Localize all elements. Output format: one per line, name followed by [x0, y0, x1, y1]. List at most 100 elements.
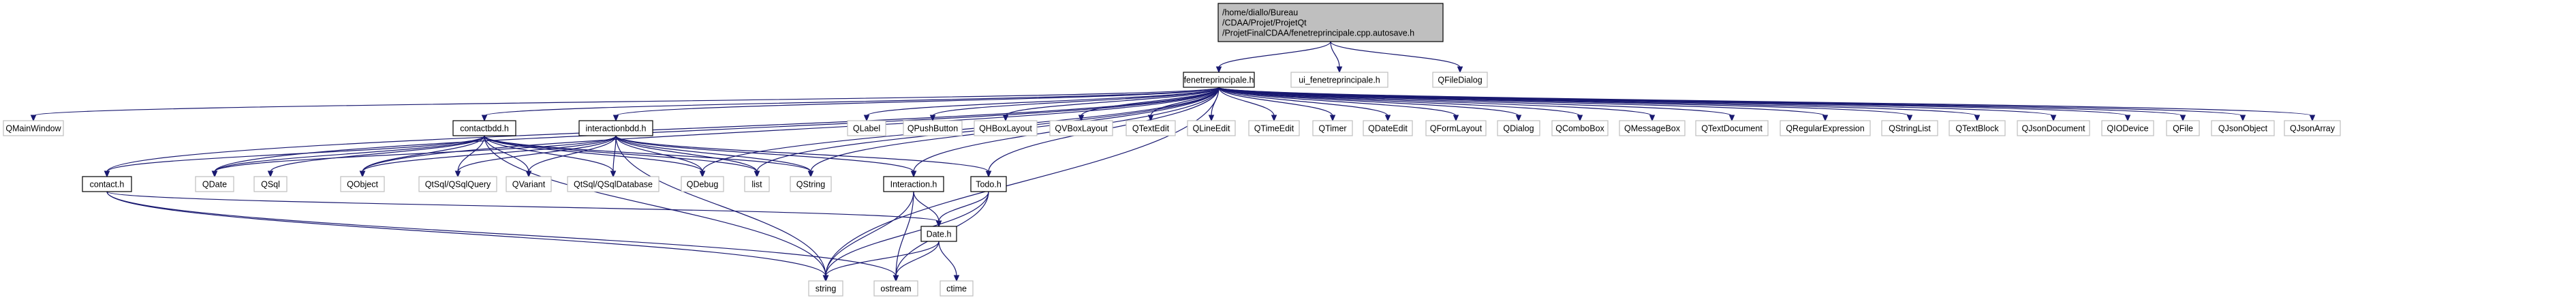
edge-Interaction-to-ostream: [895, 191, 914, 277]
node-contactbdd[interactable]: contactbdd.h: [452, 120, 516, 136]
node-label-QMessageBox: QMessageBox: [1624, 124, 1681, 134]
arrowhead-interactionbdd-to-QDebug: [699, 170, 706, 178]
edge-root-to-fenetreprincipale: [1218, 41, 1331, 68]
node-Todo[interactable]: Todo.h: [970, 176, 1007, 192]
edge-interactionbdd-to-list: [615, 135, 758, 172]
arrowhead-contactbdd-to-contact: [104, 170, 110, 178]
node-QJsonArray: QJsonArray: [2284, 120, 2341, 136]
node-label-QHBoxLayout: QHBoxLayout: [979, 124, 1032, 134]
node-Interaction[interactable]: Interaction.h: [883, 176, 944, 192]
arrowhead-fenetreprincipale-to-QPushButton: [929, 115, 936, 122]
node-box-QSql: [253, 176, 288, 192]
edge-fenetreprincipale-to-interactionbdd: [615, 87, 1220, 117]
arrowhead-root-to-QFileDialog: [1457, 66, 1463, 74]
arrowhead-interactionbdd-to-QVariant: [525, 170, 532, 178]
node-QTextEdit: QTextEdit: [1126, 120, 1176, 136]
node-QVariant: QVariant: [506, 176, 552, 192]
node-QJsonObject: QJsonObject: [2211, 120, 2275, 136]
node-list: list: [744, 176, 770, 192]
edge-Date-to-ostream: [895, 241, 940, 277]
arrowhead-fenetreprincipale-to-QHBoxLayout: [1002, 115, 1009, 122]
node-label-QTextDocument: QTextDocument: [1701, 124, 1763, 134]
node-QHBoxLayout: QHBoxLayout: [974, 120, 1038, 136]
node-label-QDebug: QDebug: [687, 180, 719, 190]
arrowhead-Date-to-ctime: [953, 275, 960, 282]
arrowhead-interactionbdd-to-QSqlDatabase: [610, 170, 617, 178]
node-root[interactable]: /home/diallo/Bureau/CDAA/Projet/ProjetQt…: [1217, 3, 1444, 42]
node-label-QLineEdit: QLineEdit: [1193, 124, 1230, 134]
node-box-QStringList: [1881, 120, 1938, 136]
node-label-ostream: ostream: [880, 284, 911, 294]
node-box-QFileDialog: [1432, 72, 1488, 88]
node-box-QTimer: [1312, 120, 1353, 136]
node-box-QSqlQuery: [418, 176, 497, 192]
node-box-contact: [82, 176, 132, 192]
node-QMessageBox: QMessageBox: [1619, 120, 1686, 136]
node-box-QHBoxLayout: [974, 120, 1038, 136]
arrowhead-root-to-ui_fenetreprincipale: [1336, 66, 1343, 74]
node-label-string: string: [816, 284, 837, 294]
edge-Date-to-string: [825, 241, 940, 277]
node-box-ostream: [873, 280, 918, 297]
node-label-QRegularExpression: QRegularExpression: [1786, 124, 1864, 134]
node-label-QVariant: QVariant: [512, 180, 546, 190]
node-box-ui_fenetreprincipale: [1290, 72, 1388, 88]
arrowhead-root-to-fenetreprincipale: [1215, 66, 1222, 74]
arrowhead-interactionbdd-to-QSqlQuery: [454, 170, 461, 178]
node-QObject: QObject: [340, 176, 385, 192]
edge-contactbdd-to-QDebug: [484, 135, 703, 172]
edge-interactionbdd-to-QDebug: [615, 135, 703, 172]
node-box-list: [744, 176, 770, 192]
edge-contactbdd-to-list: [484, 135, 758, 172]
node-label-contactbdd: contactbdd.h: [460, 124, 509, 134]
node-QMainWindow: QMainWindow: [3, 120, 64, 136]
node-QDateEdit: QDateEdit: [1363, 120, 1413, 136]
arrowhead-fenetreprincipale-to-QTextDocument: [1728, 115, 1735, 122]
arrowhead-Date-to-ostream: [893, 275, 899, 282]
arrowhead-fenetreprincipale-to-QTextBlock: [1974, 115, 1981, 122]
node-QComboBox: QComboBox: [1551, 120, 1609, 136]
node-QTextDocument: QTextDocument: [1695, 120, 1769, 136]
arrowhead-interactionbdd-to-QDate: [211, 170, 218, 178]
node-label-interactionbdd: interactionbdd.h: [586, 124, 647, 134]
node-contact[interactable]: contact.h: [82, 176, 132, 192]
node-interactionbdd[interactable]: interactionbdd.h: [578, 120, 653, 136]
node-label-QTimer: QTimer: [1318, 124, 1346, 134]
node-QVBoxLayout: QVBoxLayout: [1049, 120, 1113, 136]
node-box-Interaction: [883, 176, 944, 192]
node-box-QRegularExpression: [1780, 120, 1871, 136]
edge-interactionbdd-to-QString: [615, 135, 811, 172]
node-label-Date: Date.h: [927, 230, 952, 239]
node-QTimeEdit: QTimeEdit: [1248, 120, 1300, 136]
arrowhead-fenetreprincipale-to-QStringList: [1906, 115, 1913, 122]
arrowhead-interactionbdd-to-Todo: [985, 170, 992, 178]
node-box-QDialog: [1497, 120, 1540, 136]
node-label-root-line-1: /CDAA/Projet/ProjetQt: [1222, 18, 1307, 28]
arrowhead-fenetreprincipale-to-QJsonArray: [2309, 115, 2316, 122]
node-box-QPushButton: [903, 120, 963, 136]
node-fenetreprincipale[interactable]: fenetreprincipale.h: [1183, 72, 1255, 88]
node-box-root: [1217, 3, 1444, 42]
node-box-QMessageBox: [1619, 120, 1686, 136]
node-label-root-line-2: /ProjetFinalCDAA/fenetreprincipale.cpp.a…: [1222, 29, 1414, 38]
node-QLineEdit: QLineEdit: [1187, 120, 1236, 136]
node-label-QDialog: QDialog: [1503, 124, 1534, 134]
edge-contactbdd-to-QSqlDatabase: [484, 135, 614, 172]
node-box-QTextBlock: [1949, 120, 2006, 136]
node-QSqlDatabase: QtSql/QSqlDatabase: [567, 176, 659, 192]
edge-root-to-QFileDialog: [1330, 41, 1461, 68]
edge-contactbdd-to-QSqlQuery: [457, 135, 485, 172]
node-Date[interactable]: Date.h: [920, 226, 957, 242]
node-string: string: [808, 280, 843, 297]
node-label-QTimeEdit: QTimeEdit: [1254, 124, 1294, 134]
arrowhead-fenetreprincipale-to-QComboBox: [1577, 115, 1583, 122]
node-QDialog: QDialog: [1497, 120, 1540, 136]
node-label-QComboBox: QComboBox: [1555, 124, 1604, 134]
arrowhead-interactionbdd-to-list: [754, 170, 760, 178]
node-QIODevice: QIODevice: [2101, 120, 2154, 136]
node-label-QString: QString: [796, 180, 825, 190]
node-QTimer: QTimer: [1312, 120, 1353, 136]
node-label-QDateEdit: QDateEdit: [1368, 124, 1408, 134]
node-box-Todo: [970, 176, 1007, 192]
